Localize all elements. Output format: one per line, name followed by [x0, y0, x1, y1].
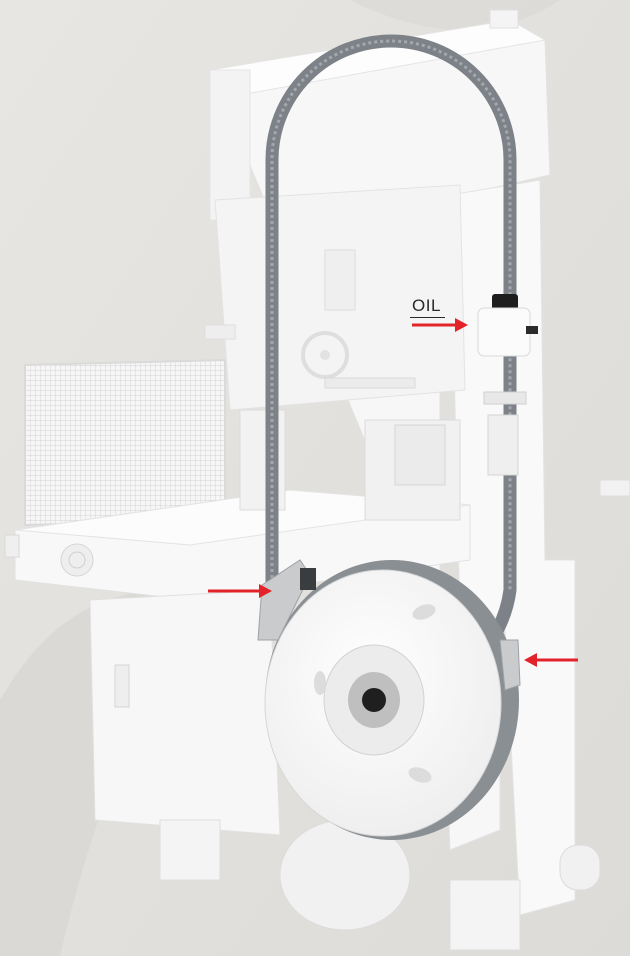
- oil-cap: [492, 294, 518, 310]
- wheel-slot-bottom: [408, 767, 432, 783]
- head-rail: [324, 377, 416, 389]
- arrow-right-icon: [208, 584, 272, 598]
- oil-bracket: [526, 326, 538, 334]
- table-top: [14, 489, 471, 546]
- oil-reservoir: [477, 307, 531, 357]
- right-blade-guide: [499, 639, 521, 691]
- control-knob: [204, 324, 236, 340]
- left-blade-guide: [257, 559, 311, 641]
- fan-inner: [68, 551, 86, 569]
- handwheel-hub: [320, 350, 330, 360]
- wheel-slot-top: [412, 604, 436, 620]
- table-knob: [4, 534, 20, 558]
- side-handle: [599, 479, 630, 497]
- wheel-slot-left: [314, 671, 326, 695]
- foot-left: [159, 819, 221, 881]
- left-guide-roller: [300, 568, 316, 590]
- pipe-fitting: [559, 844, 601, 891]
- cabinet-handle: [114, 664, 130, 708]
- arrow-left-icon: [524, 653, 578, 667]
- guide-bracket: [487, 414, 519, 476]
- handwheel: [301, 331, 349, 379]
- arrow-right-icon: [412, 318, 468, 332]
- column-cap: [489, 9, 519, 29]
- oil-label: OIL: [410, 296, 445, 318]
- fan-icon: [60, 543, 94, 577]
- oil-valve: [483, 391, 527, 405]
- vise-plate: [394, 424, 446, 486]
- column-left-face: [209, 69, 251, 221]
- base-cabinet: [89, 589, 281, 836]
- head-panel: [324, 249, 356, 311]
- mesh-guard: [24, 358, 226, 527]
- blade-teeth: [270, 39, 512, 590]
- wheel-axle: [362, 688, 386, 712]
- foot-right: [449, 879, 521, 951]
